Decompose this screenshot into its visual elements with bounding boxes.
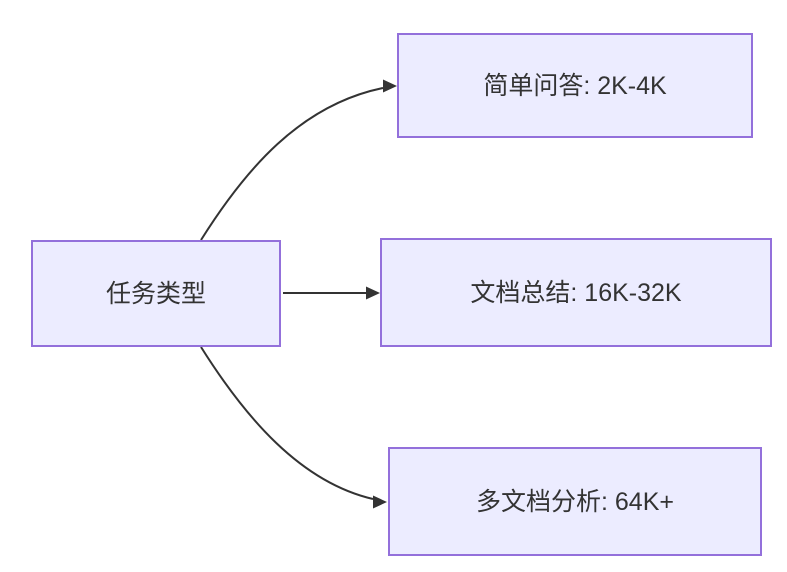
arrowhead-simple-qa-icon: [383, 79, 397, 93]
node-multi-doc-label: 多文档分析: 64K+: [476, 487, 674, 516]
node-doc-summary: 文档总结: 16K-32K: [380, 238, 772, 347]
arrowhead-multi-doc-icon: [373, 495, 387, 509]
node-multi-doc-analysis: 多文档分析: 64K+: [388, 447, 762, 556]
edge-task-type-to-multi-doc: [200, 346, 374, 500]
arrowhead-doc-summary-icon: [366, 286, 380, 300]
node-task-type-label: 任务类型: [105, 279, 206, 308]
node-doc-summary-label: 文档总结: 16K-32K: [470, 278, 682, 307]
node-simple-qa: 简单问答: 2K-4K: [397, 33, 753, 138]
edge-task-type-to-simple-qa: [200, 87, 384, 241]
node-simple-qa-label: 简单问答: 2K-4K: [483, 71, 667, 100]
node-task-type: 任务类型: [31, 240, 281, 347]
